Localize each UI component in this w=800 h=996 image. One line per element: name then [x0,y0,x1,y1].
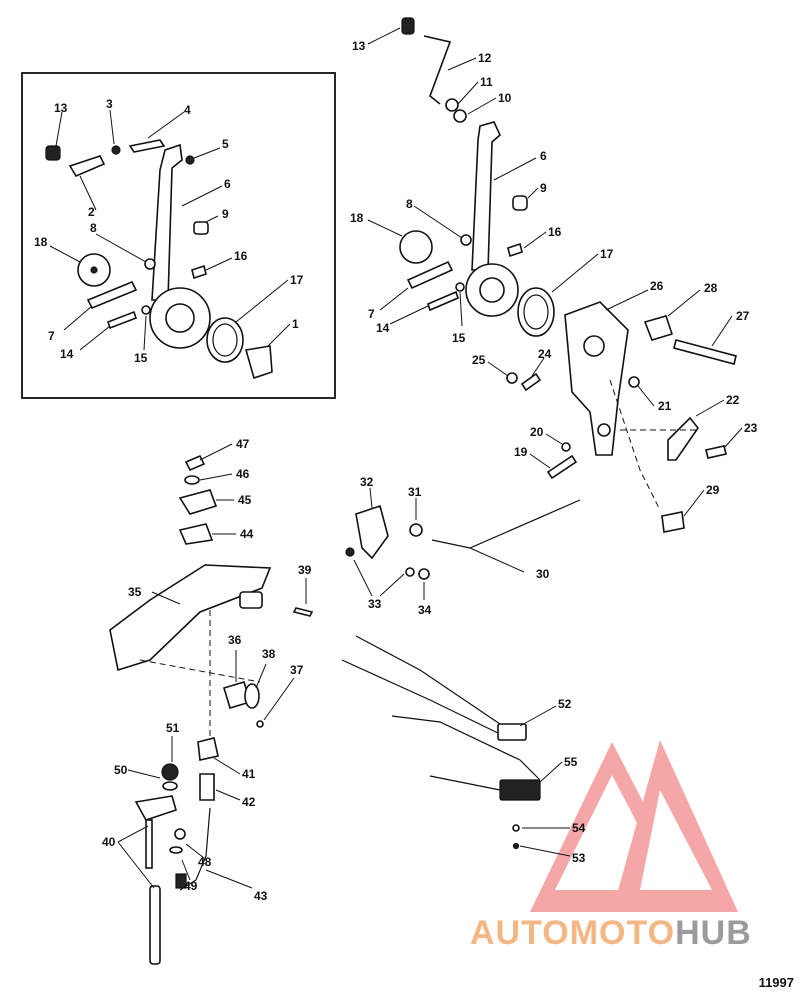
callout-14-inset: 14 [60,347,74,361]
callout-31: 31 [408,485,422,499]
callout-53: 53 [572,851,586,865]
callout-51: 51 [166,721,180,735]
callout-9: 9 [540,181,547,195]
main-throttle-lever-assembly [399,17,555,337]
watermark-part-1: AUTO [470,914,570,952]
callout-46: 46 [236,467,250,481]
callout-3-inset: 3 [106,97,113,111]
callout-43: 43 [254,889,268,903]
inset-throttle-lever-assembly [45,139,273,380]
callout-13-inset: 13 [54,101,68,115]
callout-5-inset: 5 [222,137,229,151]
callout-16-inset: 16 [234,249,248,263]
callout-4-inset: 4 [184,103,191,117]
callout-21: 21 [658,399,672,413]
callout-45: 45 [238,493,252,507]
callout-13: 13 [352,39,366,53]
callout-17: 17 [600,247,614,261]
callout-8: 8 [406,197,413,211]
callout-54: 54 [572,821,586,835]
callout-50: 50 [114,763,128,777]
callout-44: 44 [240,527,254,541]
callout-34: 34 [418,603,432,617]
callout-9-inset: 9 [222,207,229,221]
harness-assembly [341,635,541,850]
callout-7: 7 [368,307,375,321]
callout-24: 24 [538,347,552,361]
callout-42: 42 [242,795,256,809]
callout-41: 41 [242,767,256,781]
callout-27: 27 [736,309,750,323]
callout-25: 25 [472,353,486,367]
watermark-part-2: MOTO [569,914,676,952]
shift-rod-assembly [134,737,219,965]
callout-6-inset: 6 [224,177,231,191]
leader-lines [49,27,743,889]
callout-12: 12 [478,51,492,65]
callout-2-inset: 2 [88,205,95,219]
callout-40: 40 [102,835,116,849]
callout-37: 37 [290,663,304,677]
callout-15-inset: 15 [134,351,148,365]
watermark-logo [530,740,738,912]
callout-39: 39 [298,563,312,577]
callout-35: 35 [128,585,142,599]
callout-23: 23 [744,421,758,435]
callout-33: 33 [368,597,382,611]
callout-6: 6 [540,149,547,163]
callout-47: 47 [236,437,250,451]
throttle-cam-assembly [506,301,737,533]
watermark-part-3: HUB [675,914,752,952]
inset-detail-frame [21,72,336,399]
callout-8-inset: 8 [90,221,97,235]
callout-1-inset: 1 [292,317,299,331]
callout-labels: 13 3 4 5 2 6 9 8 18 16 17 1 7 14 15 13 1… [34,39,758,903]
callout-38: 38 [262,647,276,661]
callout-14: 14 [376,321,390,335]
callout-30: 30 [536,567,550,581]
callout-19: 19 [514,445,528,459]
callout-18: 18 [350,211,364,225]
callout-28: 28 [704,281,718,295]
callout-55: 55 [564,755,578,769]
callout-36: 36 [228,633,242,647]
shift-bracket-assembly [109,454,314,740]
callout-16: 16 [548,225,562,239]
callout-11: 11 [480,75,493,89]
callout-15: 15 [452,331,466,345]
figure-number: 11997 [758,975,794,990]
callout-10: 10 [498,91,512,105]
callout-48: 48 [198,855,212,869]
callout-18-inset: 18 [34,235,48,249]
callout-52: 52 [558,697,572,711]
watermark-wordmark: AUTOMOTOHUB [470,914,752,953]
callout-32: 32 [360,475,374,489]
callout-20: 20 [530,425,544,439]
callout-17-inset: 17 [290,273,304,287]
callout-29: 29 [706,483,720,497]
callout-49: 49 [184,879,198,893]
callout-26: 26 [650,279,664,293]
callout-22: 22 [726,393,740,407]
callout-7-inset: 7 [48,329,55,343]
